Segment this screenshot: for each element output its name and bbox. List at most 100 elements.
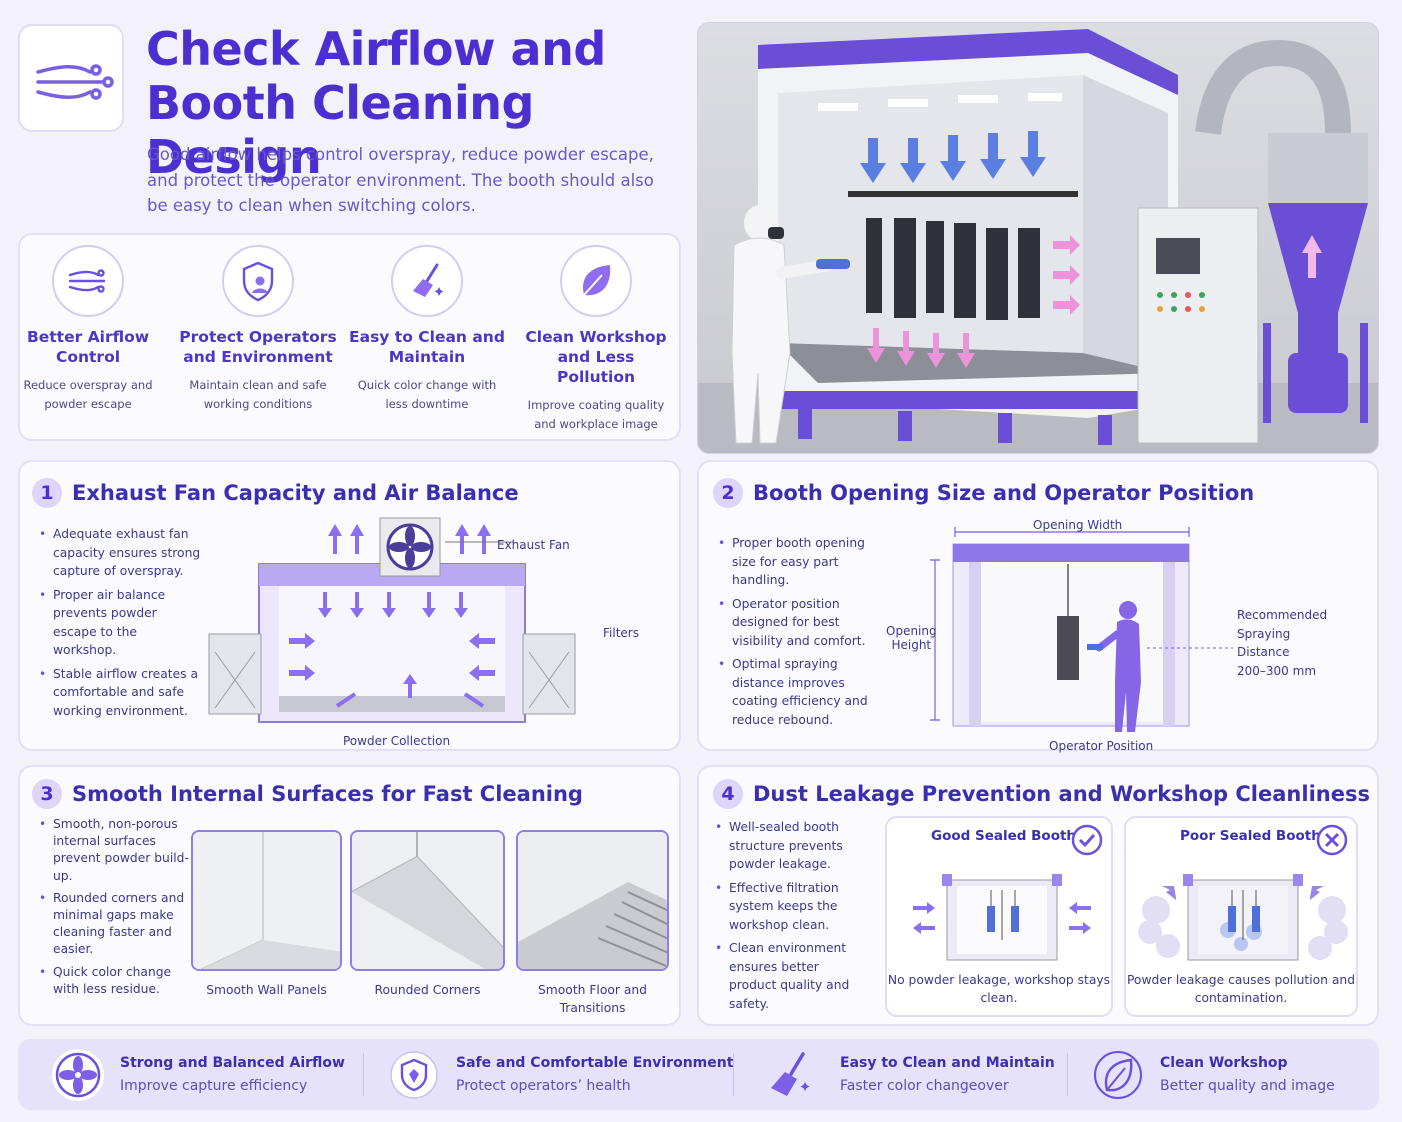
footer-divider bbox=[363, 1053, 364, 1096]
benefit-desc: Quick color change with less downtime bbox=[357, 378, 497, 411]
bullet-item: Rounded corners and minimal gaps make cl… bbox=[39, 890, 199, 959]
bullet-list: Proper booth opening size for easy part … bbox=[718, 534, 868, 734]
label-line: 200–300 mm bbox=[1237, 663, 1317, 678]
poor-booth-title: Poor Sealed Booth bbox=[1180, 828, 1321, 844]
exhaust-diagram bbox=[208, 517, 576, 723]
benefit-airflow: Better Airflow Control Reduce overspray … bbox=[8, 245, 168, 414]
shield-person-icon bbox=[242, 261, 274, 302]
bullet-list: Smooth, non-porous internal surfaces pre… bbox=[39, 816, 199, 1003]
benefit-title: Easy to Clean and Maintain bbox=[349, 328, 505, 366]
label-operator-position: Operator Position bbox=[1049, 739, 1154, 753]
section-title-text: Booth Opening Size and Operator Position bbox=[753, 481, 1255, 505]
bullet-item: Effective filtration system keeps the wo… bbox=[715, 879, 865, 935]
section-exhaust-fan: 1 Exhaust Fan Capacity and Air Balance Ad… bbox=[18, 460, 681, 751]
photo-smooth-floor bbox=[516, 830, 669, 971]
leaf-icon bbox=[1094, 1050, 1142, 1099]
footer-desc: Faster color changeover bbox=[840, 1077, 1009, 1094]
section-dust-leakage: 4 Dust Leakage Prevention and Workshop Cl… bbox=[697, 765, 1379, 1026]
x-circle-icon bbox=[1316, 824, 1348, 856]
airflow-icon bbox=[68, 269, 106, 293]
benefit-workshop: Clean Workshop and Less Pollution Improv… bbox=[516, 245, 676, 434]
bullet-item: Operator position designed for best visi… bbox=[718, 595, 868, 651]
good-sealed-booth-card: Good Sealed Booth No powder leakage, wor… bbox=[885, 816, 1113, 1017]
photo-caption: Smooth Wall Panels bbox=[206, 983, 327, 997]
broom-icon bbox=[771, 1051, 810, 1096]
benefit-title: Protect Operators and Environment bbox=[179, 328, 337, 366]
header-logo bbox=[18, 24, 124, 132]
footer-divider bbox=[1067, 1053, 1068, 1096]
section-title-text: Dust Leakage Prevention and Workshop Cle… bbox=[753, 782, 1370, 806]
section-number: 4 bbox=[713, 779, 743, 809]
photo-rounded-corners bbox=[350, 830, 505, 971]
airflow-logo-icon bbox=[36, 64, 114, 100]
footer-desc: Improve capture efficiency bbox=[120, 1077, 308, 1094]
photo-smooth-wall bbox=[191, 830, 342, 971]
benefit-desc: Maintain clean and safe working conditio… bbox=[189, 378, 327, 411]
leaf-icon bbox=[583, 265, 611, 296]
opening-diagram bbox=[930, 527, 1233, 732]
label-line: Opening bbox=[886, 624, 937, 638]
benefit-title: Clean Workshop and Less Pollution bbox=[525, 328, 667, 386]
bullet-item: Well-sealed booth structure prevents pow… bbox=[715, 818, 865, 874]
benefit-desc: Reduce overspray and powder escape bbox=[23, 378, 153, 411]
section-title-text: Exhaust Fan Capacity and Air Balance bbox=[72, 481, 519, 505]
footer-desc: Better quality and image bbox=[1160, 1077, 1335, 1094]
fan-icon bbox=[55, 1052, 101, 1097]
page-subtitle: Good airflow helps control overspray, re… bbox=[147, 145, 654, 215]
title-line-2: Booth Cleaning Design bbox=[146, 76, 534, 184]
shield-icon bbox=[390, 1050, 438, 1099]
bullet-item: Proper air balance prevents powder escap… bbox=[39, 586, 204, 660]
photo-caption: Rounded Corners bbox=[374, 983, 481, 997]
bullet-item: Adequate exhaust fan capacity ensures st… bbox=[39, 525, 204, 581]
section-number: 1 bbox=[32, 478, 62, 508]
good-booth-title: Good Sealed Booth bbox=[931, 828, 1077, 844]
photo-caption: Smooth Floor and Transitions bbox=[538, 983, 647, 1015]
section-title: 3 Smooth Internal Surfaces for Fast Clean… bbox=[32, 779, 583, 809]
bullet-list: Adequate exhaust fan capacity ensures st… bbox=[39, 525, 204, 725]
label-line: Distance bbox=[1237, 645, 1290, 659]
benefit-title: Better Airflow Control bbox=[26, 328, 150, 366]
booth-scene-image bbox=[698, 29, 1378, 453]
label-opening-width: Opening Width bbox=[1033, 518, 1123, 532]
corner-image bbox=[352, 832, 503, 969]
bullet-item: Quick color change with less residue. bbox=[39, 964, 199, 998]
label-line: Recommended bbox=[1237, 608, 1328, 622]
benefit-clean: Easy to Clean and Maintain Quick color c… bbox=[347, 245, 507, 414]
benefit-desc: Improve coating quality and workplace im… bbox=[527, 398, 665, 431]
label-exhaust-fan: Exhaust Fan bbox=[497, 538, 570, 552]
footer-desc: Protect operators’ health bbox=[456, 1077, 631, 1094]
poor-booth-caption: Powder leakage causes pollution and cont… bbox=[1126, 973, 1356, 1005]
footer-title: Easy to Clean and Maintain bbox=[840, 1054, 1055, 1071]
poor-sealed-booth-card: Poor Sealed Booth Powder leakage causes … bbox=[1124, 816, 1358, 1017]
good-booth-caption: No powder leakage, workshop stays clean. bbox=[887, 973, 1111, 1005]
footer-divider bbox=[733, 1053, 734, 1096]
section-number: 3 bbox=[32, 779, 62, 809]
bullet-item: Optimal spraying distance improves coati… bbox=[718, 655, 868, 729]
title-line-1: Check Airflow and bbox=[146, 22, 606, 76]
check-circle-icon bbox=[1071, 824, 1103, 856]
bullet-item: Stable airflow creates a comfortable and… bbox=[39, 665, 204, 721]
footer-title: Clean Workshop bbox=[1160, 1054, 1288, 1071]
footer-title: Safe and Comfortable Environment bbox=[456, 1054, 734, 1071]
hero-booth-illustration bbox=[697, 22, 1379, 454]
wall-panel-image bbox=[193, 832, 340, 969]
section-title: 1 Exhaust Fan Capacity and Air Balance bbox=[32, 478, 519, 508]
label-powder-collection: Powder Collection bbox=[343, 734, 451, 748]
bullet-item: Clean environment ensures better product… bbox=[715, 939, 865, 1013]
floor-image bbox=[518, 832, 667, 969]
benefits-card: Better Airflow Control Reduce overspray … bbox=[18, 233, 681, 441]
bullet-item: Proper booth opening size for easy part … bbox=[718, 534, 868, 590]
good-booth-diagram bbox=[913, 874, 1091, 961]
section-title-text: Smooth Internal Surfaces for Fast Cleani… bbox=[72, 782, 583, 806]
bullet-item: Smooth, non-porous internal surfaces pre… bbox=[39, 816, 199, 885]
footer-title: Strong and Balanced Airflow bbox=[120, 1054, 345, 1071]
section-smooth-surfaces: 3 Smooth Internal Surfaces for Fast Clean… bbox=[18, 765, 681, 1026]
bullet-list: Well-sealed booth structure prevents pow… bbox=[715, 818, 865, 1018]
